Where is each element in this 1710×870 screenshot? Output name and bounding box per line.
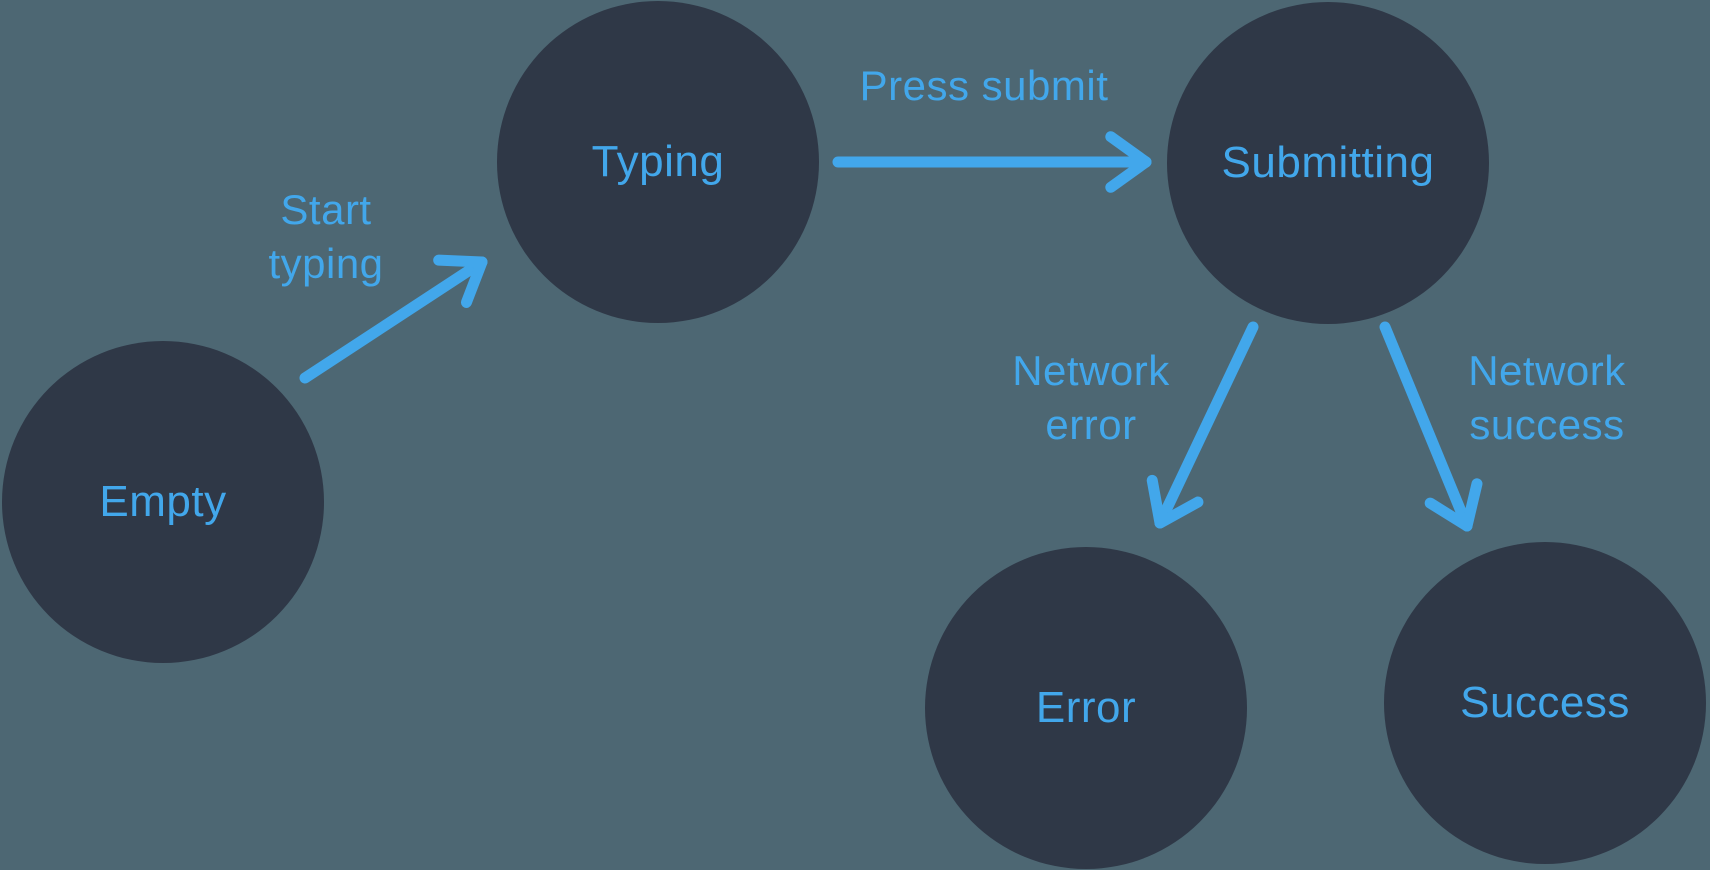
- arrow-network-success: [1379, 321, 1483, 532]
- edge-label-line: error: [1045, 401, 1137, 448]
- edge-label-line: typing: [268, 240, 384, 287]
- state-label-error: Error: [1035, 683, 1137, 732]
- edge-label-network-success: Network success: [1468, 344, 1626, 452]
- state-node-error: Error: [925, 547, 1247, 869]
- edge-label-start-typing: Start typing: [268, 183, 383, 291]
- arrow-start-typing: [299, 254, 488, 384]
- state-label-submitting: Submitting: [1221, 138, 1435, 187]
- state-label-typing: Typing: [591, 137, 725, 186]
- state-node-empty: Empty: [2, 341, 324, 663]
- state-node-typing: Typing: [497, 1, 819, 323]
- edge-label-network-error: Network error: [1012, 344, 1170, 452]
- state-node-success: Success: [1384, 542, 1706, 864]
- arrow-network-error: [1146, 321, 1259, 529]
- edge-label-line: success: [1469, 401, 1625, 448]
- edge-label-line: Press submit: [859, 62, 1109, 109]
- edge-label-line: Start: [280, 186, 372, 233]
- edge-label-line: Network: [1468, 347, 1626, 394]
- edge-label-line: Network: [1012, 347, 1170, 394]
- state-label-empty: Empty: [99, 477, 227, 526]
- edge-label-press-submit: Press submit: [860, 59, 1109, 113]
- state-label-success: Success: [1460, 678, 1630, 727]
- state-node-submitting: Submitting: [1167, 2, 1489, 324]
